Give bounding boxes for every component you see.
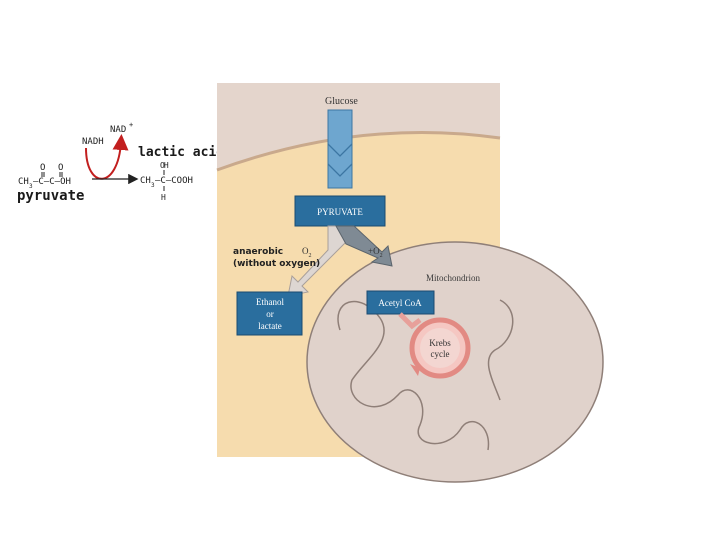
pyruvate-o-2: O	[58, 163, 63, 173]
anaerobic-sublabel: (without oxygen)	[233, 259, 320, 269]
ethanol-lactate-box	[236, 291, 303, 336]
glucose-arrow-chevrons	[327, 143, 353, 177]
o2-minus-label: O2	[302, 246, 312, 259]
nad-charge: +	[129, 121, 133, 129]
pyruvate-chain: —C—C—OH	[33, 177, 71, 187]
cell-membrane-edge	[216, 130, 501, 172]
nadh-label: NADH	[82, 137, 104, 147]
nad-label: NAD	[110, 125, 126, 135]
krebs-label-2: cycle	[431, 349, 450, 359]
pyruvate-o-1: O	[40, 163, 45, 173]
aerobic-arrow	[335, 225, 393, 267]
lactic-3: 3	[151, 182, 155, 189]
lactic-chain: —C—COOH	[155, 176, 193, 186]
pyruvate-box-label: PYRUVATE	[317, 207, 363, 217]
pyruvate-ch: CH	[18, 177, 29, 187]
nadh-to-nad-arrow	[85, 134, 129, 180]
lactic-ch: CH	[140, 176, 151, 186]
krebs-label-1: Krebs	[429, 338, 451, 348]
lactic-acid-label: lactic acid	[138, 145, 224, 160]
pyruvate-box	[294, 195, 386, 227]
glucose-label: Glucose	[325, 96, 358, 107]
mitochondrion-label: Mitochondrion	[426, 273, 480, 283]
lactate-label: lactate	[258, 321, 281, 331]
acetyl-to-krebs-arrow	[398, 312, 422, 330]
reaction-panel: NADH NAD + O O CH 3 —C—C—OH pyruvate lac…	[17, 121, 224, 204]
ethanol-or-label: or	[266, 309, 274, 319]
pyruvate-label: pyruvate	[17, 188, 84, 204]
lactic-oh: OH	[160, 161, 169, 170]
respiration-figure: Mitochondrion Glucose PYRUVATE anaerobic…	[216, 83, 604, 483]
o2-plus-label: +O2	[368, 246, 383, 259]
krebs-cycle-arrowhead	[410, 364, 420, 376]
krebs-cycle-center	[420, 328, 460, 368]
lactic-h: H	[161, 193, 166, 202]
pyruvate-3: 3	[29, 183, 33, 190]
glucose-arrow-shaft	[327, 109, 353, 189]
mitochondrion-cristae	[337, 299, 514, 451]
acetyl-coa-label: Acetyl CoA	[378, 298, 422, 308]
ethanol-label: Ethanol	[256, 297, 284, 307]
anaerobic-label: anaerobic	[233, 247, 283, 257]
